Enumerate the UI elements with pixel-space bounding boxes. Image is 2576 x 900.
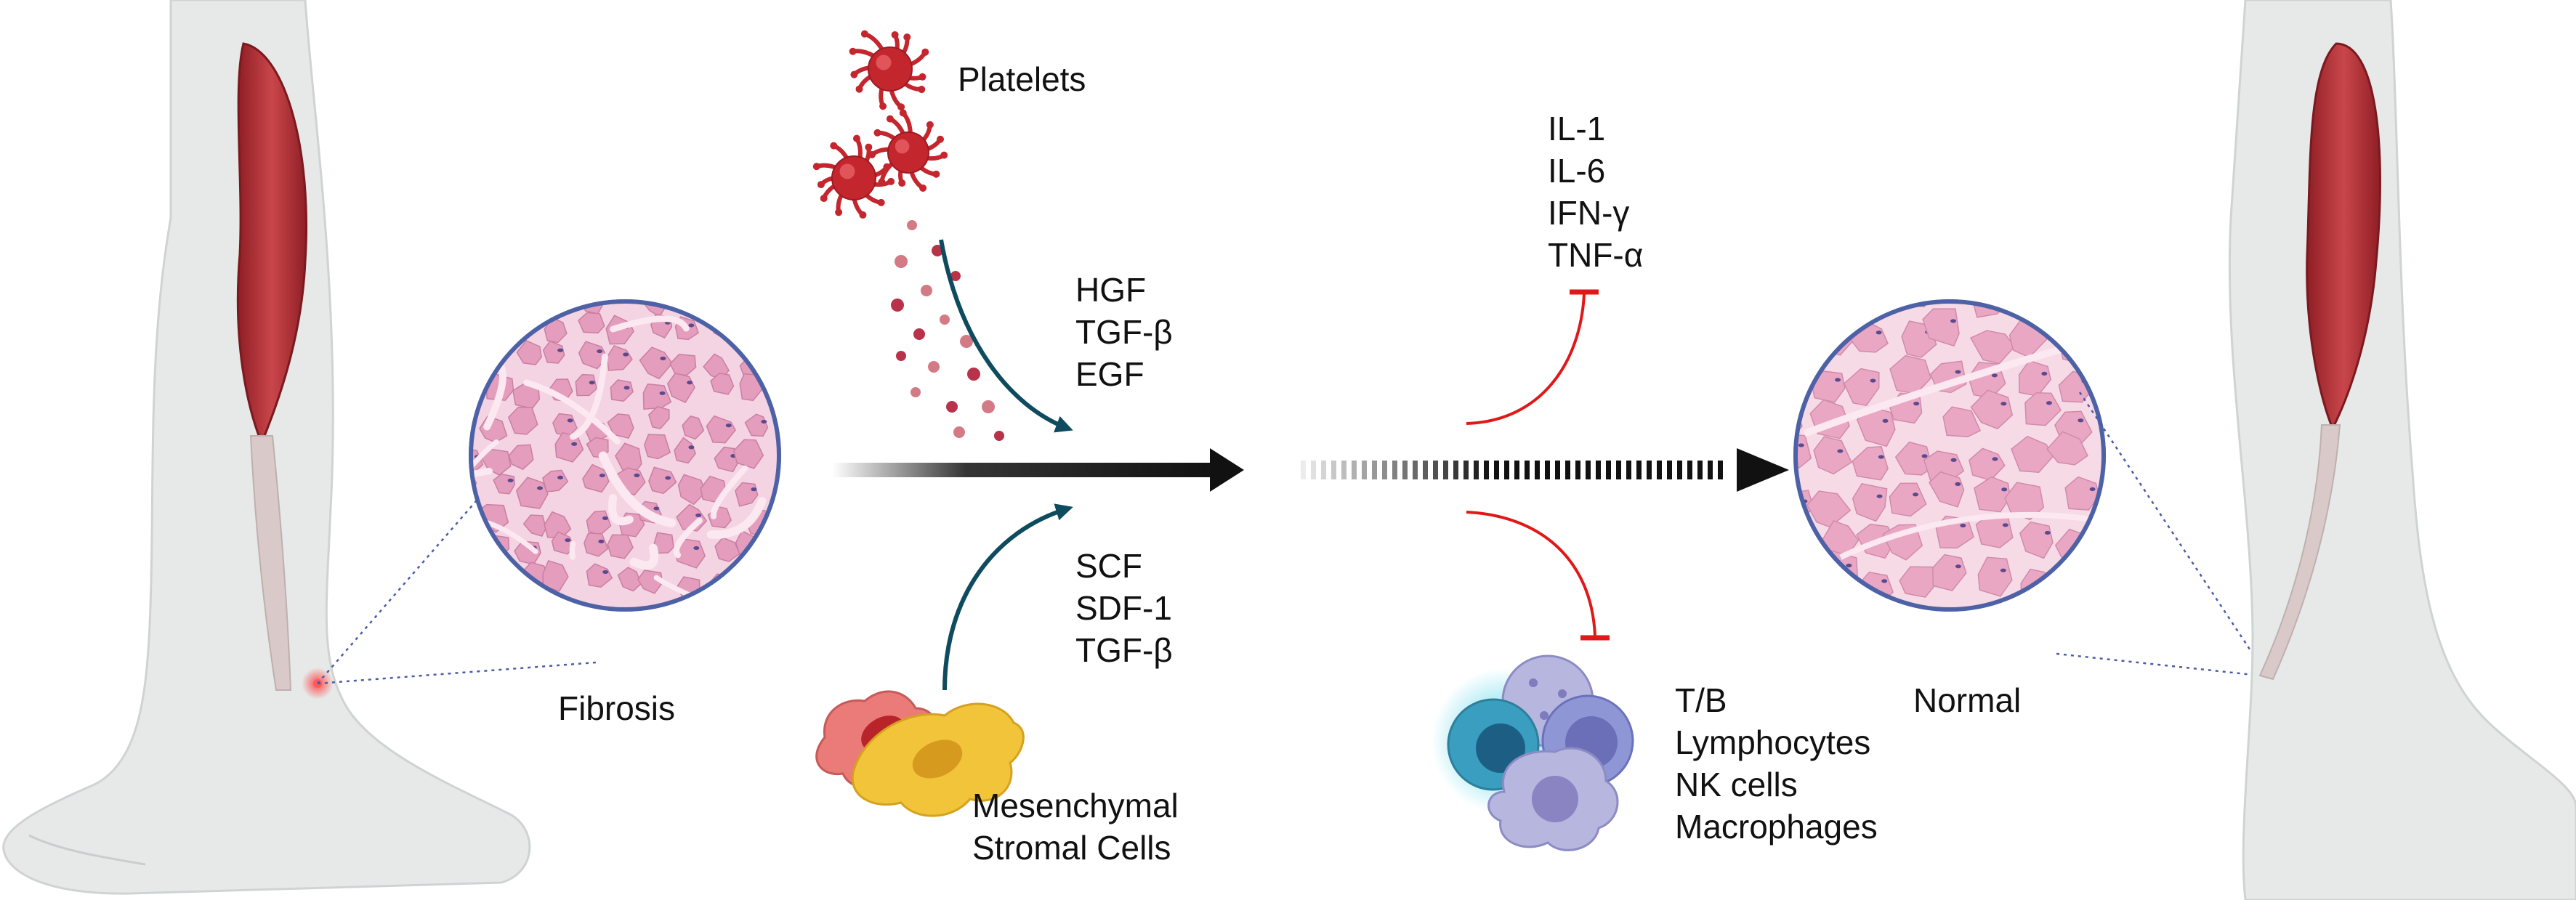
- cytokine: IFN-γ: [1548, 194, 1630, 232]
- msc-label: Mesenchymal Stromal Cells: [972, 785, 1179, 869]
- msc-cells: [815, 690, 1025, 817]
- msc-flow-arrow: [942, 503, 1073, 691]
- cytokines-list: IL-1 IL-6 IFN-γ TNF-α: [1548, 108, 1643, 276]
- msc-factor: SCF: [1075, 547, 1142, 585]
- inhibit-immune: [1466, 511, 1610, 641]
- inhibit-cytokines: [1466, 289, 1599, 425]
- cytokine: IL-6: [1548, 152, 1606, 190]
- immune-cells-list: T/B Lymphocytes NK cells Macrophages: [1675, 679, 1878, 848]
- msc-factors-list: SCF SDF-1 TGF-β: [1075, 545, 1173, 671]
- platelet-granules: [891, 220, 1004, 441]
- platelets-label: Platelets: [958, 60, 1086, 98]
- fibrosis-label: Fibrosis: [558, 689, 676, 727]
- msc-label-line: Stromal Cells: [972, 829, 1171, 867]
- fibrosis-tissue-circle: [469, 299, 781, 612]
- platelet-factor: TGF-β: [1075, 313, 1173, 351]
- immune-cell: Macrophages: [1675, 808, 1878, 846]
- platelet-flow-arrow: [939, 239, 1073, 433]
- platelet-factor: HGF: [1075, 271, 1147, 309]
- cytokine: IL-1: [1548, 110, 1606, 147]
- msc-factor: TGF-β: [1075, 631, 1173, 669]
- msc-label-line: Mesenchymal: [972, 787, 1179, 824]
- platelet-factors-list: HGF TGF-β EGF: [1075, 269, 1173, 395]
- main-dashed-arrow: [1301, 448, 1789, 492]
- left-leg: [2, 0, 531, 895]
- right-tendon: [2258, 424, 2341, 681]
- normal-label: Normal: [1913, 681, 2022, 719]
- platelets-group: [812, 30, 948, 219]
- right-leg-silhouette: [2228, 0, 2576, 900]
- platelet-factor: EGF: [1075, 355, 1144, 393]
- cytokine: TNF-α: [1548, 236, 1644, 274]
- immune-cells: [1432, 654, 1634, 851]
- msc-factor: SDF-1: [1075, 589, 1172, 627]
- normal-tissue-circle: [1793, 299, 2106, 612]
- immune-cell: Lymphocytes: [1675, 723, 1871, 761]
- immune-cell: NK cells: [1675, 766, 1798, 803]
- immune-cell: T/B: [1675, 681, 1727, 719]
- left-tendon: [249, 435, 292, 691]
- right-leg: [2228, 0, 2576, 900]
- main-solid-arrow: [832, 448, 1244, 492]
- left-toes: [28, 834, 146, 866]
